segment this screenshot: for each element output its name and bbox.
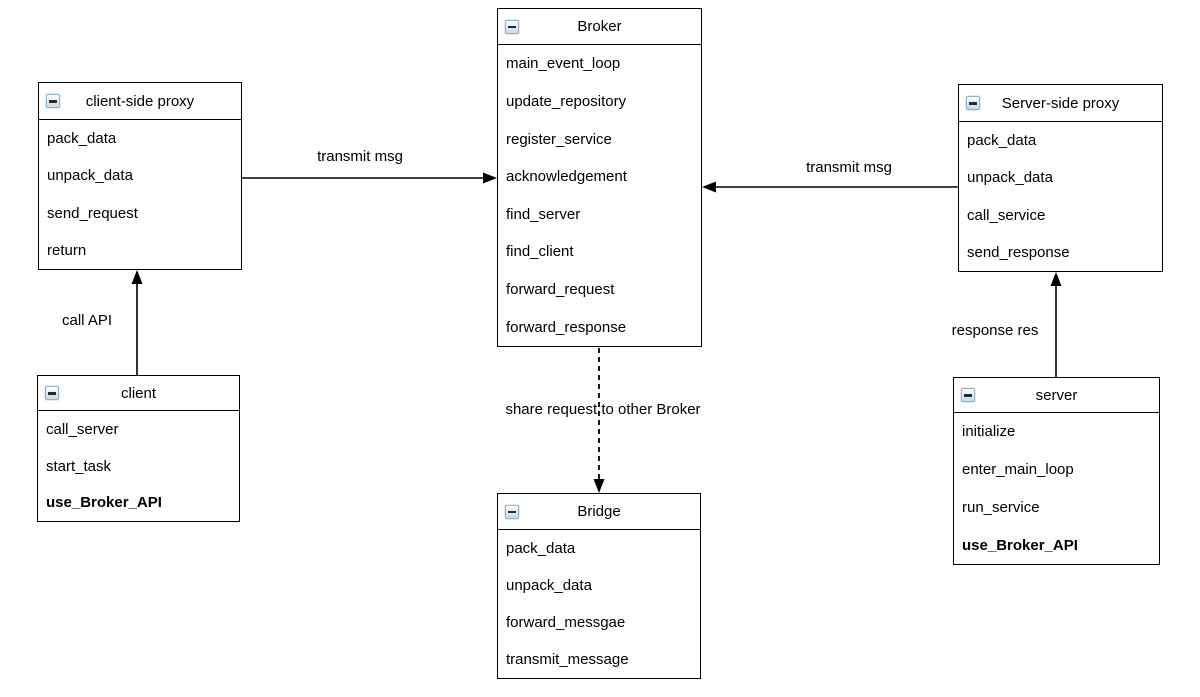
class-member: find_server bbox=[506, 205, 581, 223]
class-member: call_server bbox=[46, 420, 119, 438]
collapse-icon[interactable] bbox=[45, 386, 59, 400]
collapse-icon[interactable] bbox=[966, 96, 980, 110]
class-title-bar: Server-side proxy bbox=[959, 85, 1162, 122]
class-title-bar: client bbox=[38, 376, 239, 411]
class-member: pack_data bbox=[47, 130, 117, 148]
collapse-icon[interactable] bbox=[46, 94, 60, 108]
edge-label-transmit-msg-left: transmit msg bbox=[317, 148, 403, 165]
class-title-bar: Bridge bbox=[498, 494, 700, 530]
class-member: acknowledgement bbox=[506, 168, 627, 186]
class-member: send_request bbox=[47, 204, 138, 222]
class-members: pack_data unpack_data forward_messgae tr… bbox=[498, 530, 700, 678]
class-title-bar: server bbox=[954, 378, 1159, 413]
class-title: server bbox=[1035, 386, 1078, 404]
arrow-clientproxy-to-broker bbox=[242, 172, 497, 184]
class-member: register_service bbox=[506, 130, 612, 148]
class-members: call_server start_task use_Broker_API bbox=[38, 411, 239, 521]
class-member: update_repository bbox=[506, 92, 627, 110]
class-title: Broker bbox=[577, 18, 622, 35]
class-members: pack_data unpack_data send_request retur… bbox=[39, 120, 241, 269]
class-title: client bbox=[120, 384, 157, 402]
class-member: use_Broker_API bbox=[962, 536, 1078, 554]
class-title: Bridge bbox=[577, 503, 621, 520]
class-members: main_event_loop update_repository regist… bbox=[498, 45, 701, 346]
edge-label-share-request: share request to other Broker bbox=[505, 401, 701, 418]
class-member: find_client bbox=[506, 243, 574, 261]
edge-label-response-res: response res bbox=[951, 322, 1039, 339]
class-title-bar: client-side proxy bbox=[39, 83, 241, 120]
class-member: unpack_data bbox=[967, 169, 1053, 187]
class-box-client-side-proxy[interactable]: client-side proxy pack_data unpack_data … bbox=[38, 82, 242, 270]
class-box-client[interactable]: client call_server start_task use_Broker… bbox=[37, 375, 240, 522]
class-member: forward_response bbox=[506, 318, 627, 336]
class-member: unpack_data bbox=[506, 577, 592, 594]
class-member: run_service bbox=[962, 498, 1040, 516]
collapse-icon[interactable] bbox=[961, 388, 975, 402]
class-member: return bbox=[47, 241, 87, 259]
arrow-broker-to-bridge bbox=[593, 348, 605, 493]
class-member: use_Broker_API bbox=[46, 494, 162, 512]
class-member: send_response bbox=[967, 243, 1070, 261]
class-box-server-side-proxy[interactable]: Server-side proxy pack_data unpack_data … bbox=[958, 84, 1163, 272]
class-title-bar: Broker bbox=[498, 9, 701, 45]
class-member: initialize bbox=[962, 423, 1016, 441]
class-members: initialize enter_main_loop run_service u… bbox=[954, 413, 1159, 564]
edge-label-transmit-msg-right: transmit msg bbox=[806, 159, 892, 176]
class-member: pack_data bbox=[967, 132, 1037, 150]
collapse-icon[interactable] bbox=[505, 19, 519, 34]
class-title: client-side proxy bbox=[85, 92, 195, 110]
class-member: transmit_message bbox=[506, 651, 629, 668]
class-member: forward_messgae bbox=[506, 614, 626, 631]
class-member: pack_data bbox=[506, 540, 576, 557]
class-title: Server-side proxy bbox=[1001, 94, 1120, 112]
class-box-broker[interactable]: Broker main_event_loop update_repository… bbox=[497, 8, 702, 347]
arrow-serverproxy-to-broker bbox=[702, 181, 958, 193]
arrow-server-to-serverproxy bbox=[1050, 272, 1062, 377]
class-member: enter_main_loop bbox=[962, 461, 1074, 479]
class-member: forward_request bbox=[506, 281, 615, 299]
arrow-client-to-clientproxy bbox=[131, 270, 143, 375]
edge-label-call-api: call API bbox=[61, 312, 113, 329]
class-box-server[interactable]: server initialize enter_main_loop run_se… bbox=[953, 377, 1160, 565]
class-member: start_task bbox=[46, 457, 112, 475]
class-member: main_event_loop bbox=[506, 55, 621, 73]
class-box-bridge[interactable]: Bridge pack_data unpack_data forward_mes… bbox=[497, 493, 701, 679]
class-member: unpack_data bbox=[47, 167, 133, 185]
collapse-icon[interactable] bbox=[505, 504, 519, 519]
class-members: pack_data unpack_data call_service send_… bbox=[959, 122, 1162, 271]
class-member: call_service bbox=[967, 206, 1046, 224]
